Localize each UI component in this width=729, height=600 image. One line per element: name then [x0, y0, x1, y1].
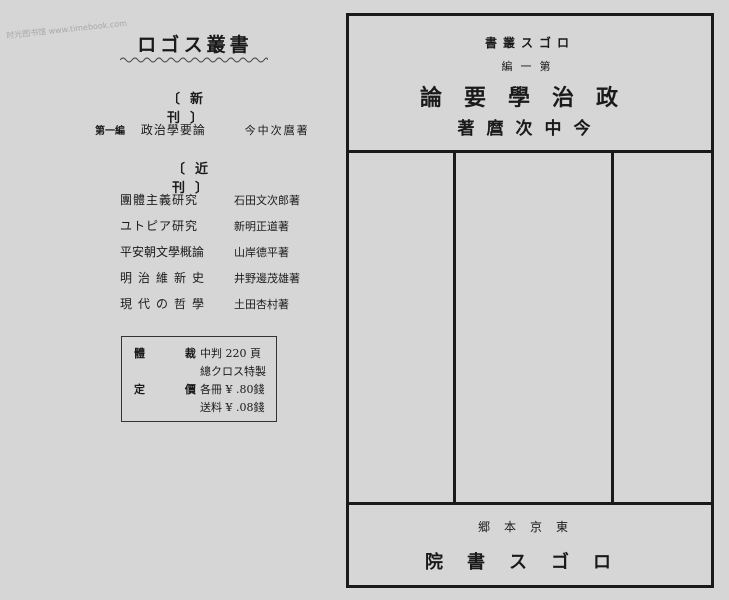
- series-label: 書叢スゴロ: [484, 36, 575, 50]
- book-author: 土田杏村著: [234, 298, 289, 311]
- format-label: 體 裁: [134, 347, 214, 360]
- wavy-divider: [120, 57, 268, 63]
- book-title: ユトピア研究: [120, 219, 199, 233]
- book-title: 現代の哲學: [120, 297, 211, 311]
- column-line: [453, 150, 456, 504]
- divider-line: [346, 502, 714, 505]
- price-label: 定 價: [134, 383, 214, 396]
- book-title: 論要學治政: [419, 85, 640, 111]
- new-publication-row: 第一編 政治學要論 今中次麿著: [95, 121, 310, 138]
- volume-label: 編一第: [501, 60, 559, 73]
- book-author: 今中次麿著: [244, 124, 310, 137]
- upcoming-publications-heading: 〔近 刊〕: [171, 162, 218, 196]
- series-title: ロゴス叢書: [137, 34, 253, 56]
- book-author: 山岸德平著: [234, 246, 289, 259]
- book-title: 團體主義研究: [120, 193, 199, 207]
- book-author: 井野邊茂雄著: [234, 272, 300, 285]
- upcoming-row: 平安朝文學概論 山岸德平著: [120, 243, 289, 260]
- format-value: 中判 220 頁: [200, 347, 261, 360]
- book-title: 政治學要論: [140, 123, 206, 137]
- upcoming-row: 明治維新史 井野邊茂雄著: [120, 269, 300, 286]
- divider-line: [346, 150, 714, 153]
- format-value: 總クロス特製: [200, 365, 266, 378]
- new-publications-heading: 〔新 刊〕: [166, 92, 213, 126]
- publisher-address: 郷本京東: [477, 520, 582, 534]
- watermark: 时光图书馆 www.timebook.com: [5, 18, 128, 41]
- column-line: [611, 150, 614, 504]
- upcoming-row: 團體主義研究 石田文次郎著: [120, 191, 300, 208]
- publisher-name: 院書スゴロ: [425, 552, 635, 573]
- upcoming-row: ユトピア研究 新明正道著: [120, 217, 289, 234]
- book-author: 石田文次郎著: [234, 194, 300, 207]
- shipping-value: 送料 ¥ .08錢: [200, 401, 265, 414]
- upcoming-row: 現代の哲學 土田杏村著: [120, 295, 289, 312]
- book-title: 平安朝文學概論: [120, 245, 205, 259]
- volume-number: 第一編: [95, 126, 125, 137]
- book-author: 新明正道著: [234, 220, 289, 233]
- book-author: 著麿次中今: [457, 119, 603, 139]
- book-title: 明治維新史: [120, 271, 211, 285]
- title-page-frame: [346, 13, 714, 588]
- specifications-box: 體 裁 中判 220 頁 總クロス特製 定 價 各冊 ¥ .80錢 送料 ¥ .…: [121, 336, 277, 422]
- price-value: 各冊 ¥ .80錢: [200, 383, 265, 396]
